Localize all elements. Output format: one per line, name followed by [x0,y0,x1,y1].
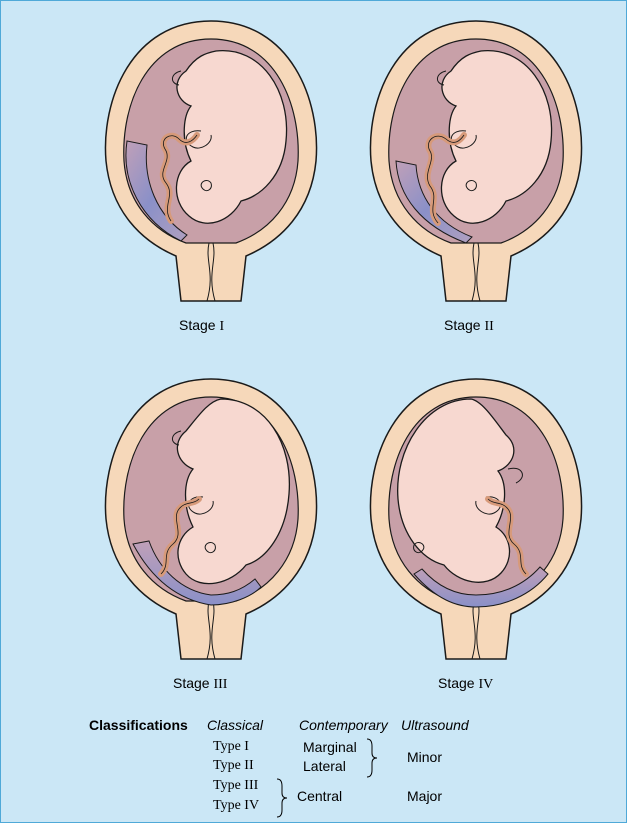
stage-1-illustration [61,11,361,311]
column-contemporary: Contemporary [299,717,388,733]
contemporary-central: Central [297,788,342,804]
stage-4-panel: Stage IV [326,369,626,699]
ultrasound-major: Major [407,788,442,804]
stage-1-label: Stage I [179,317,224,335]
classifications-heading: Classifications [89,717,188,733]
contemporary-lateral: Lateral [303,758,346,774]
contemporary-marginal: Marginal [303,739,357,755]
stage-2-panel: Stage II [326,11,626,341]
stage-3-illustration [61,369,361,669]
stage-4-illustration [326,369,626,669]
column-classical: Classical [207,717,263,733]
ultrasound-minor: Minor [407,749,442,765]
classical-type-3: Type III [213,778,258,794]
classical-type-1: Type I [213,739,249,755]
classical-type-2: Type II [213,758,254,774]
brace-minor [365,738,379,778]
stage-3-panel: Stage III [61,369,361,699]
brace-major [275,778,289,818]
stage-3-label: Stage III [173,675,227,693]
classical-type-4: Type IV [213,798,259,814]
stage-2-label: Stage II [444,317,494,335]
stage-4-label: Stage IV [438,675,493,693]
stage-2-illustration [326,11,626,311]
stage-1-panel: Stage I [61,11,361,341]
column-ultrasound: Ultrasound [401,717,469,733]
